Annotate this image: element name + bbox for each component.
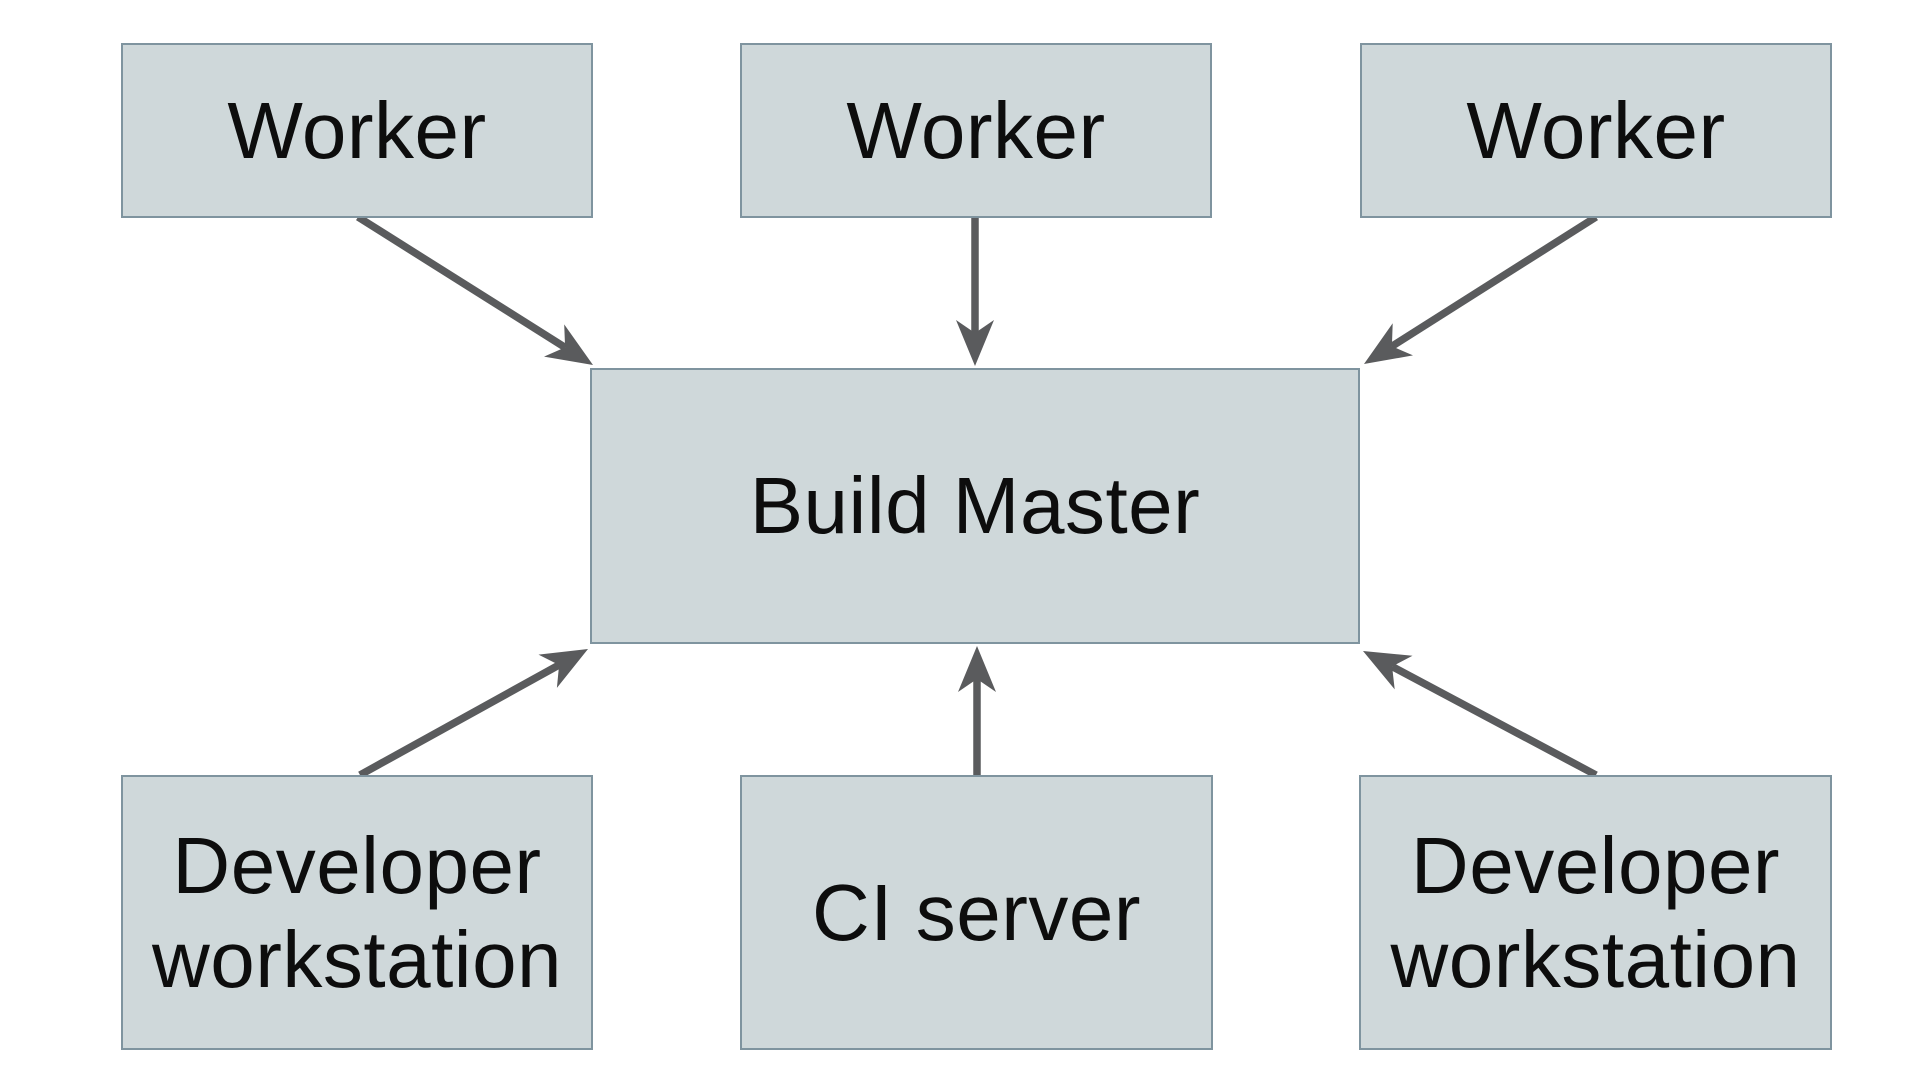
node-build-master: Build Master — [590, 368, 1360, 644]
node-label: Worker — [227, 85, 487, 175]
arrow-developer-workstation-left-to-build-master — [358, 649, 588, 779]
node-label: CI server — [812, 867, 1141, 957]
node-worker-3: Worker — [1360, 43, 1832, 218]
node-label: Build Master — [749, 461, 1201, 551]
arrow-worker-3-to-build-master — [1364, 213, 1599, 364]
node-label: Worker — [846, 85, 1106, 175]
node-developer-workstation-right: Developer workstation — [1359, 775, 1832, 1050]
node-ci-server: CI server — [740, 775, 1213, 1050]
arrow-worker-1-to-build-master — [356, 213, 593, 365]
node-label: Developer workstation — [1390, 820, 1801, 1004]
node-label: Developer workstation — [151, 820, 563, 1004]
node-worker-1: Worker — [121, 43, 593, 218]
node-label: Worker — [1466, 85, 1726, 175]
arrow-worker-2-to-build-master — [956, 218, 994, 366]
node-worker-2: Worker — [740, 43, 1212, 218]
arrow-ci-server-to-build-master — [958, 646, 996, 775]
node-developer-workstation-left: Developer workstation — [121, 775, 593, 1050]
arrow-developer-workstation-right-to-build-master — [1363, 651, 1598, 779]
